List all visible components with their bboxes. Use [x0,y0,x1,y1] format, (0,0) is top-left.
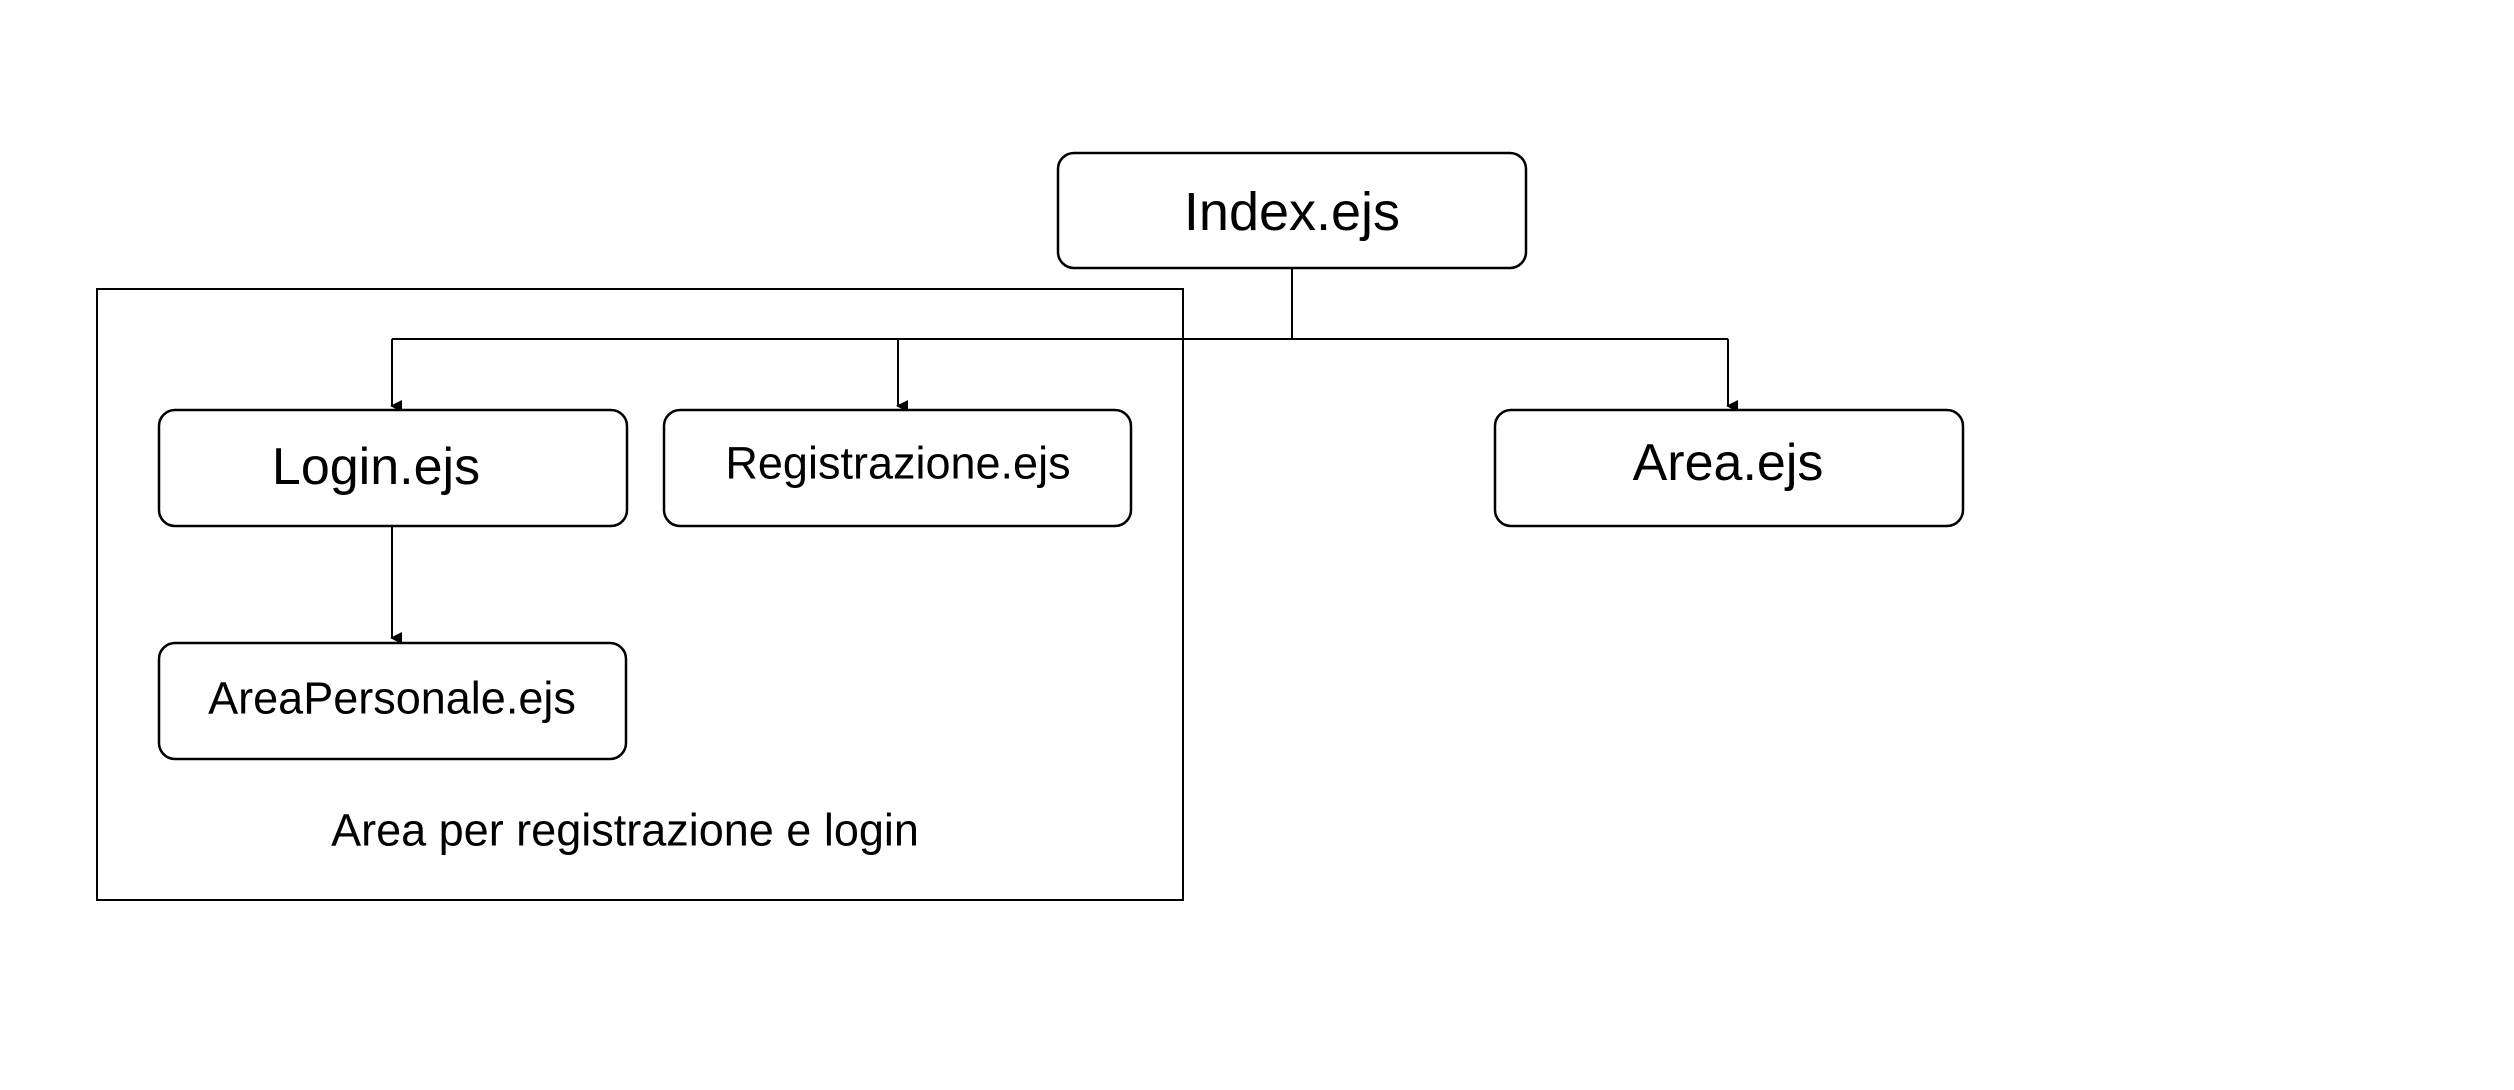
node-registrazione: Registrazione.ejs [662,408,1133,528]
node-area-box [1493,408,1965,528]
node-registrazione-box [662,408,1133,528]
group-registrazione-login: Area per registrazione e login [96,288,1184,901]
group-label: Area per registrazione e login [331,805,919,856]
node-areapersonale-box [157,641,628,761]
node-area-label: Area.ejs [1633,434,1824,492]
node-index: Index.ejs [1056,151,1528,270]
node-index-box [1056,151,1528,270]
node-area: Area.ejs [1493,408,1965,528]
node-login: Login.ejs [157,408,629,528]
node-login-box [157,408,629,528]
edges [390,268,1738,644]
group-border [96,288,1184,901]
node-registrazione-label: Registrazione.ejs [725,438,1070,489]
node-areapersonale-label: AreaPersonale.ejs [208,673,576,724]
node-index-label: Index.ejs [1184,182,1400,242]
node-login-label: Login.ejs [272,438,480,496]
node-areapersonale: AreaPersonale.ejs [157,641,628,761]
